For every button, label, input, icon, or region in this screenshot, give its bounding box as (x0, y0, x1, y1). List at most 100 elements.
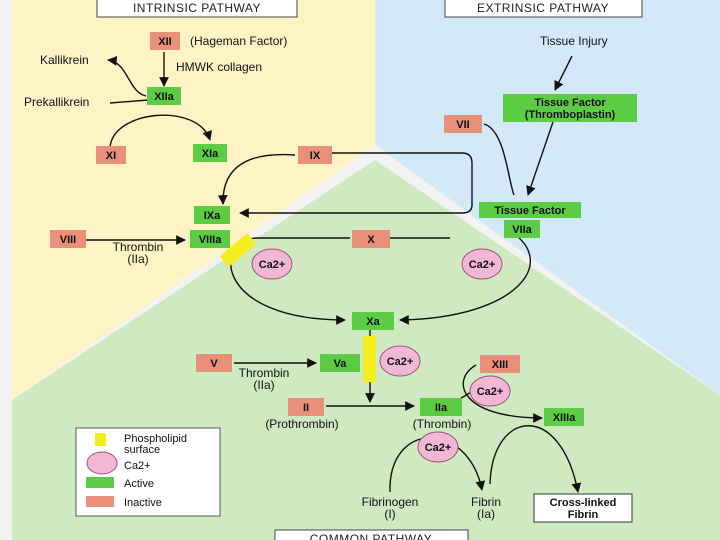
calcium-circle-shape (417, 431, 459, 463)
calcium-label: Ca2+ (469, 259, 496, 271)
factor-box-bg (194, 206, 230, 224)
label-prothrombin: (Prothrombin) (265, 417, 338, 431)
calcium-label: Ca2+ (425, 442, 452, 454)
factor-xiii: XIII (480, 355, 520, 373)
factor-box-bg (196, 354, 232, 372)
factor-label-viii: VIII (60, 234, 77, 246)
calcium-label: Ca2+ (477, 386, 504, 398)
factor-box-bg (420, 398, 462, 416)
legend-inactive-label: Inactive (124, 497, 162, 509)
label-thrombin: (Thrombin) (413, 417, 472, 431)
label-kallikrein: Kallikrein (40, 53, 89, 67)
phospholipid-bar-viiia (219, 233, 257, 267)
factor-box-bg (193, 144, 227, 162)
factor-box-bg (150, 32, 180, 50)
line-prekallikrein (109, 99, 149, 104)
factor-box-bg (444, 115, 482, 133)
factor-label-xiii: XIII (492, 359, 509, 371)
factor-box-bg (96, 146, 126, 164)
line-viia-loop (399, 229, 531, 325)
label-hageman: (Hageman Factor) (190, 34, 287, 48)
factor-label-tissue-factor-long: Tissue Factor(Thromboplastin) (525, 97, 616, 121)
factor-label-vii: VII (456, 119, 469, 131)
line-vii (483, 123, 515, 196)
factor-xi: XI (96, 146, 126, 164)
factor-viia: VIIa (504, 220, 540, 238)
calcium-circle-shape (461, 248, 503, 280)
calcium-circle-shape (379, 345, 421, 377)
factor-box-bg (533, 493, 633, 523)
factor-box-bg (298, 146, 332, 164)
factor-box-bg (288, 398, 324, 416)
intrinsic-header-text: INTRINSIC PATHWAY (133, 1, 261, 15)
calcium-circle: Ca2+ (251, 248, 293, 280)
factor-xiiia: XIIIa (544, 408, 584, 426)
arrow-xiiia-to-crosslinked (489, 425, 582, 493)
calcium-circle-shape (469, 375, 511, 407)
factor-label-xi: XI (106, 150, 116, 162)
factor-va: Va (320, 354, 360, 372)
factor-label-ix: IX (310, 150, 321, 162)
factor-label-xia: XIa (202, 148, 219, 160)
calcium-circle: Ca2+ (461, 248, 503, 280)
legend-phospholipid-swatch (95, 433, 106, 446)
legend-calcium-swatch (86, 451, 118, 475)
legend-active-label: Active (124, 478, 154, 490)
label-prekallikrein: Prekallikrein (24, 95, 89, 109)
calcium-circle: Ca2+ (379, 345, 421, 377)
arrow-tissue-injury (554, 55, 573, 91)
extrinsic-header: EXTRINSIC PATHWAY (444, 0, 643, 18)
legend-inactive-swatch (86, 496, 114, 507)
common-header: COMMON PATHWAY (274, 529, 469, 540)
arrow-xiii-to-xiiia (462, 364, 543, 423)
calcium-circles: Ca2+ Ca2+ Ca2+ Ca2+ Ca2+ (251, 248, 511, 463)
factor-ixa: IXa (194, 206, 230, 224)
factor-ix: IX (298, 146, 332, 164)
factor-box-bg (147, 87, 181, 105)
intrinsic-region (12, 0, 375, 400)
legend-calcium-label: Ca2+ (124, 460, 151, 472)
factor-iia: IIa (420, 398, 462, 416)
calcium-circle: Ca2+ (469, 375, 511, 407)
factor-x: X (352, 230, 390, 248)
free-labels: (Hageman Factor)HMWK collagenKallikreinP… (24, 34, 608, 521)
common-header-text: COMMON PATHWAY (310, 532, 433, 540)
factor-box-bg (50, 230, 86, 248)
factor-box-bg (544, 408, 584, 426)
arrow-xia-to-ixa (217, 153, 296, 205)
factor-xa: Xa (352, 312, 394, 330)
arrow-xi-to-xia (109, 114, 212, 149)
calcium-label: Ca2+ (259, 259, 286, 271)
factor-v: V (196, 354, 232, 372)
arrow-tf-to-tf (526, 121, 554, 196)
factor-box-bg (352, 230, 390, 248)
factor-label-va: Va (334, 358, 348, 370)
calcium-circle: Ca2+ (417, 431, 459, 463)
factor-label-iia: IIa (435, 402, 448, 414)
factor-viiia: VIIIa (190, 230, 230, 248)
factor-label-tissue-factor: Tissue Factor (494, 205, 566, 217)
factor-xia: XIa (193, 144, 227, 162)
label-thrombin-iia-1: Thrombin(IIa) (113, 240, 164, 266)
factor-box-bg (504, 220, 540, 238)
calcium-circle-shape (251, 248, 293, 280)
factor-label-ixa: IXa (204, 210, 221, 222)
factor-box-bg (480, 355, 520, 373)
factor-box-bg (503, 94, 637, 122)
arrow-to-kallikrein (107, 56, 147, 97)
factor-label-viia: VIIa (512, 224, 532, 236)
factor-label-viiia: VIIIa (199, 234, 223, 246)
factor-box-bg (479, 202, 581, 218)
factor-xiia: XIIa (147, 87, 181, 105)
calcium-label: Ca2+ (387, 356, 414, 368)
factor-box-bg (190, 230, 230, 248)
pathway-arrows (86, 52, 582, 493)
factor-label-ii: II (303, 402, 309, 414)
factor-label-x: X (367, 234, 375, 246)
